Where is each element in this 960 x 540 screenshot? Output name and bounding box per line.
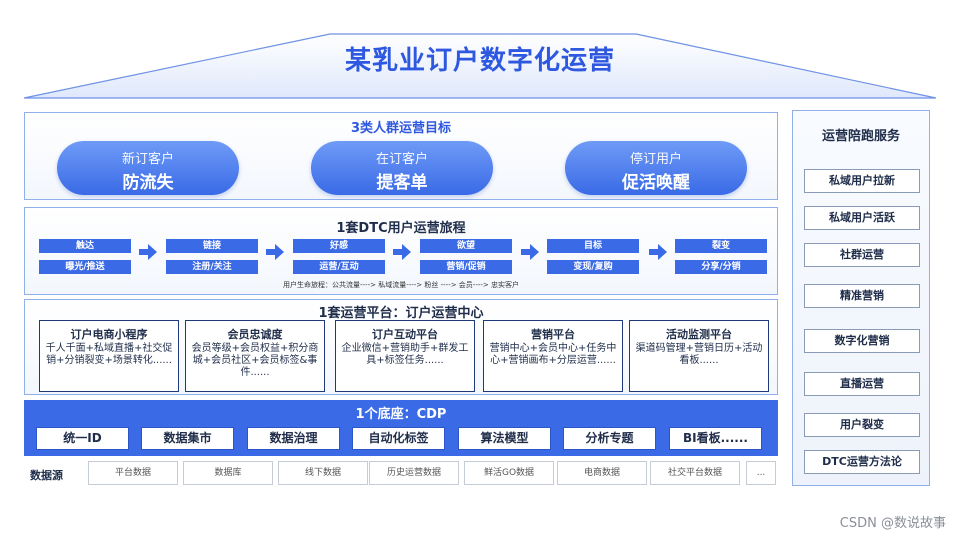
arrow-right-icon bbox=[521, 244, 539, 260]
journey-stage: 裂变 分享/分销 bbox=[675, 239, 767, 274]
datasource-item: 鲜活GO数据 bbox=[464, 461, 554, 485]
card-title: 订户电商小程序 bbox=[70, 328, 148, 341]
sidebar-item: DTC运营方法论 bbox=[804, 450, 920, 474]
arrow-right-icon bbox=[139, 244, 157, 260]
goal-new-customers: 新订客户 防流失 bbox=[57, 141, 239, 195]
cdp-item: BI看板...... bbox=[669, 427, 762, 450]
cdp-panel: 1个底座：CDP 统一ID 数据集市 数据治理 自动化标签 算法模型 分析专题 … bbox=[24, 400, 778, 456]
cdp-item: 自动化标签 bbox=[352, 427, 445, 450]
goals-panel: 3类人群运营目标 新订客户 防流失 在订客户 提客单 停订用户 促活唤醒 bbox=[24, 112, 778, 200]
sidebar-item: 数字化营销 bbox=[804, 329, 920, 353]
stage-secondary: 注册/关注 bbox=[166, 260, 258, 274]
goal-label: 新订客户 bbox=[121, 152, 174, 167]
stage-primary: 链接 bbox=[166, 239, 258, 253]
page-title: 某乳业订户数字化运营 bbox=[344, 46, 615, 76]
platform-card: 会员忠诚度 会员等级+会员权益+积分商城+会员社区+会员标签&事件...... bbox=[185, 320, 325, 392]
goal-stopped-users: 停订用户 促活唤醒 bbox=[565, 141, 747, 195]
sidebar-item: 私域用户拉新 bbox=[804, 169, 920, 193]
sidebar-item: 私域用户活跃 bbox=[804, 206, 920, 230]
cdp-item: 分析专题 bbox=[563, 427, 656, 450]
stage-primary: 目标 bbox=[547, 239, 639, 253]
cdp-item: 数据治理 bbox=[247, 427, 340, 450]
datasource-item: ... bbox=[746, 461, 776, 485]
goal-main: 提客单 bbox=[376, 173, 428, 193]
platform-card: 订户互动平台 企业微信+营销助手+群发工具+标签任务...... bbox=[335, 320, 475, 392]
card-title: 活动监测平台 bbox=[666, 328, 732, 341]
goal-label: 停订用户 bbox=[629, 152, 682, 167]
card-description: 企业微信+营销助手+群发工具+标签任务...... bbox=[341, 343, 469, 366]
platform-title: 1套运营平台：订户运营中心 bbox=[318, 306, 484, 321]
goal-label: 在订客户 bbox=[375, 152, 428, 167]
platform-panel: 1套运营平台：订户运营中心 订户电商小程序 千人千面+私域直播+社交促销+分销裂… bbox=[24, 299, 778, 395]
card-title: 营销平台 bbox=[531, 328, 575, 341]
platform-card: 营销平台 营销中心+会员中心+任务中心+营销画布+分层运营...... bbox=[483, 320, 623, 392]
card-description: 千人千面+私域直播+社交促销+分销裂变+场景转化...... bbox=[45, 343, 173, 366]
journey-stage: 欲望 营销/促销 bbox=[420, 239, 512, 274]
datasource-item: 电商数据 bbox=[557, 461, 647, 485]
card-description: 营销中心+会员中心+任务中心+营销画布+分层运营...... bbox=[489, 343, 617, 366]
journey-stage: 目标 变现/复购 bbox=[547, 239, 639, 274]
cdp-item: 数据集市 bbox=[141, 427, 234, 450]
goal-active-customers: 在订客户 提客单 bbox=[311, 141, 493, 195]
journey-title: 1套DTC用户运营旅程 bbox=[336, 221, 466, 236]
journey-stage: 链接 注册/关注 bbox=[166, 239, 258, 274]
datasource-item: 数据库 bbox=[183, 461, 273, 485]
sidebar-title: 运营陪跑服务 bbox=[821, 129, 900, 144]
datasource-label: 数据源 bbox=[30, 469, 63, 482]
card-description: 渠道码管理+营销日历+活动看板...... bbox=[635, 343, 763, 366]
roof-shape bbox=[23, 33, 937, 99]
sidebar-item: 直播运营 bbox=[804, 372, 920, 396]
watermark: CSDN @数说故事 bbox=[839, 516, 946, 531]
datasource-item: 平台数据 bbox=[88, 461, 178, 485]
sidebar-item: 用户裂变 bbox=[804, 413, 920, 437]
service-sidebar: 运营陪跑服务 私域用户拉新 私域用户活跃 社群运营 精准营销 数字化营销 直播运… bbox=[792, 110, 930, 486]
stage-secondary: 曝光/推送 bbox=[39, 260, 131, 274]
stage-secondary: 分享/分销 bbox=[675, 260, 767, 274]
cdp-item: 算法模型 bbox=[458, 427, 551, 450]
cdp-item: 统一ID bbox=[36, 427, 129, 450]
journey-stage: 好感 运营/互动 bbox=[293, 239, 385, 274]
goals-title: 3类人群运营目标 bbox=[350, 121, 452, 136]
journey-stage: 触达 曝光/推送 bbox=[39, 239, 131, 274]
platform-card: 订户电商小程序 千人千面+私域直播+社交促销+分销裂变+场景转化...... bbox=[39, 320, 179, 392]
arrow-right-icon bbox=[649, 244, 667, 260]
card-title: 会员忠诚度 bbox=[227, 328, 283, 341]
cdp-title: 1个底座：CDP bbox=[355, 407, 447, 422]
journey-panel: 1套DTC用户运营旅程 触达 曝光/推送 链接 注册/关注 好感 运营/互动 欲… bbox=[24, 207, 778, 295]
stage-primary: 触达 bbox=[39, 239, 131, 253]
datasource-item: 线下数据 bbox=[278, 461, 368, 485]
stage-primary: 裂变 bbox=[675, 239, 767, 253]
sidebar-item: 社群运营 bbox=[804, 243, 920, 267]
stage-primary: 好感 bbox=[293, 239, 385, 253]
sidebar-item: 精准营销 bbox=[804, 284, 920, 308]
datasource-item: 历史运营数据 bbox=[369, 461, 459, 485]
stage-secondary: 变现/复购 bbox=[547, 260, 639, 274]
platform-card: 活动监测平台 渠道码管理+营销日历+活动看板...... bbox=[629, 320, 769, 392]
arrow-right-icon bbox=[266, 244, 284, 260]
card-description: 会员等级+会员权益+积分商城+会员社区+会员标签&事件...... bbox=[191, 343, 319, 378]
stage-primary: 欲望 bbox=[420, 239, 512, 253]
datasource-item: 社交平台数据 bbox=[650, 461, 740, 485]
lifecycle-caption: 用户生命旅程：公共流量----> 私域流量----> 粉丝 ----> 会员--… bbox=[283, 281, 519, 289]
arrow-right-icon bbox=[393, 244, 411, 260]
stage-secondary: 营销/促销 bbox=[420, 260, 512, 274]
card-title: 订户互动平台 bbox=[372, 328, 438, 341]
goal-main: 促活唤醒 bbox=[622, 173, 690, 193]
stage-secondary: 运营/互动 bbox=[293, 260, 385, 274]
goal-main: 防流失 bbox=[122, 173, 174, 193]
